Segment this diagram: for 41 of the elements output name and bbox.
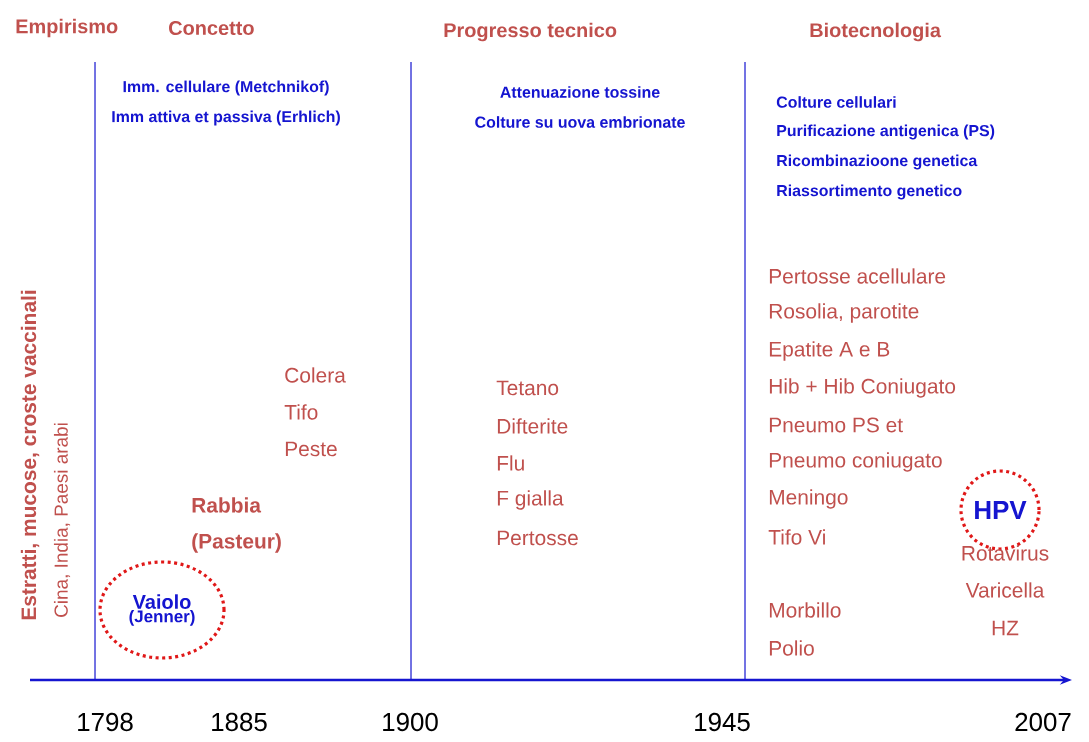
vaccine-name: Pneumo PS et [769,417,903,433]
vaccine-name: Flu [497,455,524,471]
year-label: 1945 [695,712,750,732]
vaccine-name: Peste [285,441,337,457]
method-text: Imm. cellulare (Metchnikof) [123,80,329,96]
method-text: Ricombinazioone genetica [777,154,978,170]
vaccine-name: Tifo [284,404,318,420]
vaccine-name: Epatite A e B [769,341,890,361]
vaccine-name: Rosolia, parotite [769,303,919,323]
vaccine-name: Pertosse acellulare [769,268,946,284]
vaccine-name: Tetano [496,380,559,396]
method-text: Purificazione antigenica (PS) [777,124,995,140]
vaccine-name: HZ [992,620,1019,636]
vaccine-name: Pneumo coniugato [769,452,942,472]
vaccine-name: F gialla [497,490,564,510]
vaccine-name: Morbillo [769,602,841,618]
heading-text: Biotecnologia [810,22,942,42]
year-label: 1885 [212,712,267,732]
vaccine-name: Varicella [965,582,1045,598]
side-note: Cina, India, Paesi arabi [53,423,71,617]
method-text: Colture cellulari [776,96,896,108]
heading-text: Empirismo [16,18,118,38]
vaccine-name: Tifo Vi [768,529,825,545]
vaccine-name: Meningo [769,489,848,509]
heading-text: Concetto [169,20,254,36]
method-text: Attenuazione tossine [500,86,660,98]
method-text: Imm attiva et passiva (Erhlich) [112,110,340,126]
heading-text: Progresso tecnico [444,22,617,42]
method-text: Riassortimento genetico [777,184,962,200]
vaccine-name: (Pasteur) [192,533,281,553]
vaccine-name: Hib + Hib Coniugato [769,378,956,398]
vaccine-name: Rabbia [192,497,262,513]
vaccine-name: Difterite [497,418,568,434]
year-label: 1798 [78,712,133,732]
side-note: Estratti, mucose, croste vaccinali [20,290,40,620]
method-text: Colture su uova embrionate [475,116,685,128]
vaccine-name: Colera [285,367,346,383]
year-label: 1900 [383,712,438,732]
year-label: 2007 [1015,712,1071,732]
vaccine-name: Polio [769,640,814,656]
vaccine-name: Pertosse [497,530,578,546]
